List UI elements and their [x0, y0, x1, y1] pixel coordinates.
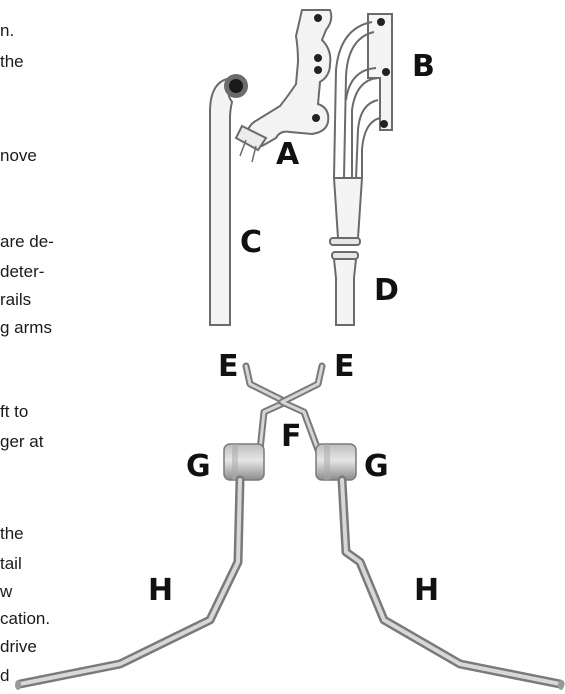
label-h-right: H	[414, 576, 439, 606]
label-g-left: G	[186, 452, 211, 482]
label-f: F	[281, 422, 302, 452]
pipe-c	[210, 74, 248, 325]
label-h-left: H	[148, 576, 173, 606]
pipe-d	[332, 252, 358, 325]
label-e-right: E	[334, 352, 355, 382]
label-d: D	[374, 276, 399, 306]
label-b: B	[412, 52, 435, 82]
label-a: A	[276, 140, 299, 170]
muffler-left	[224, 444, 264, 480]
header-b	[330, 14, 392, 245]
tailpipes	[15, 480, 564, 690]
label-g-right: G	[364, 452, 389, 482]
label-e-left: E	[218, 352, 239, 382]
muffler-right	[316, 444, 356, 480]
label-c: C	[240, 228, 262, 258]
